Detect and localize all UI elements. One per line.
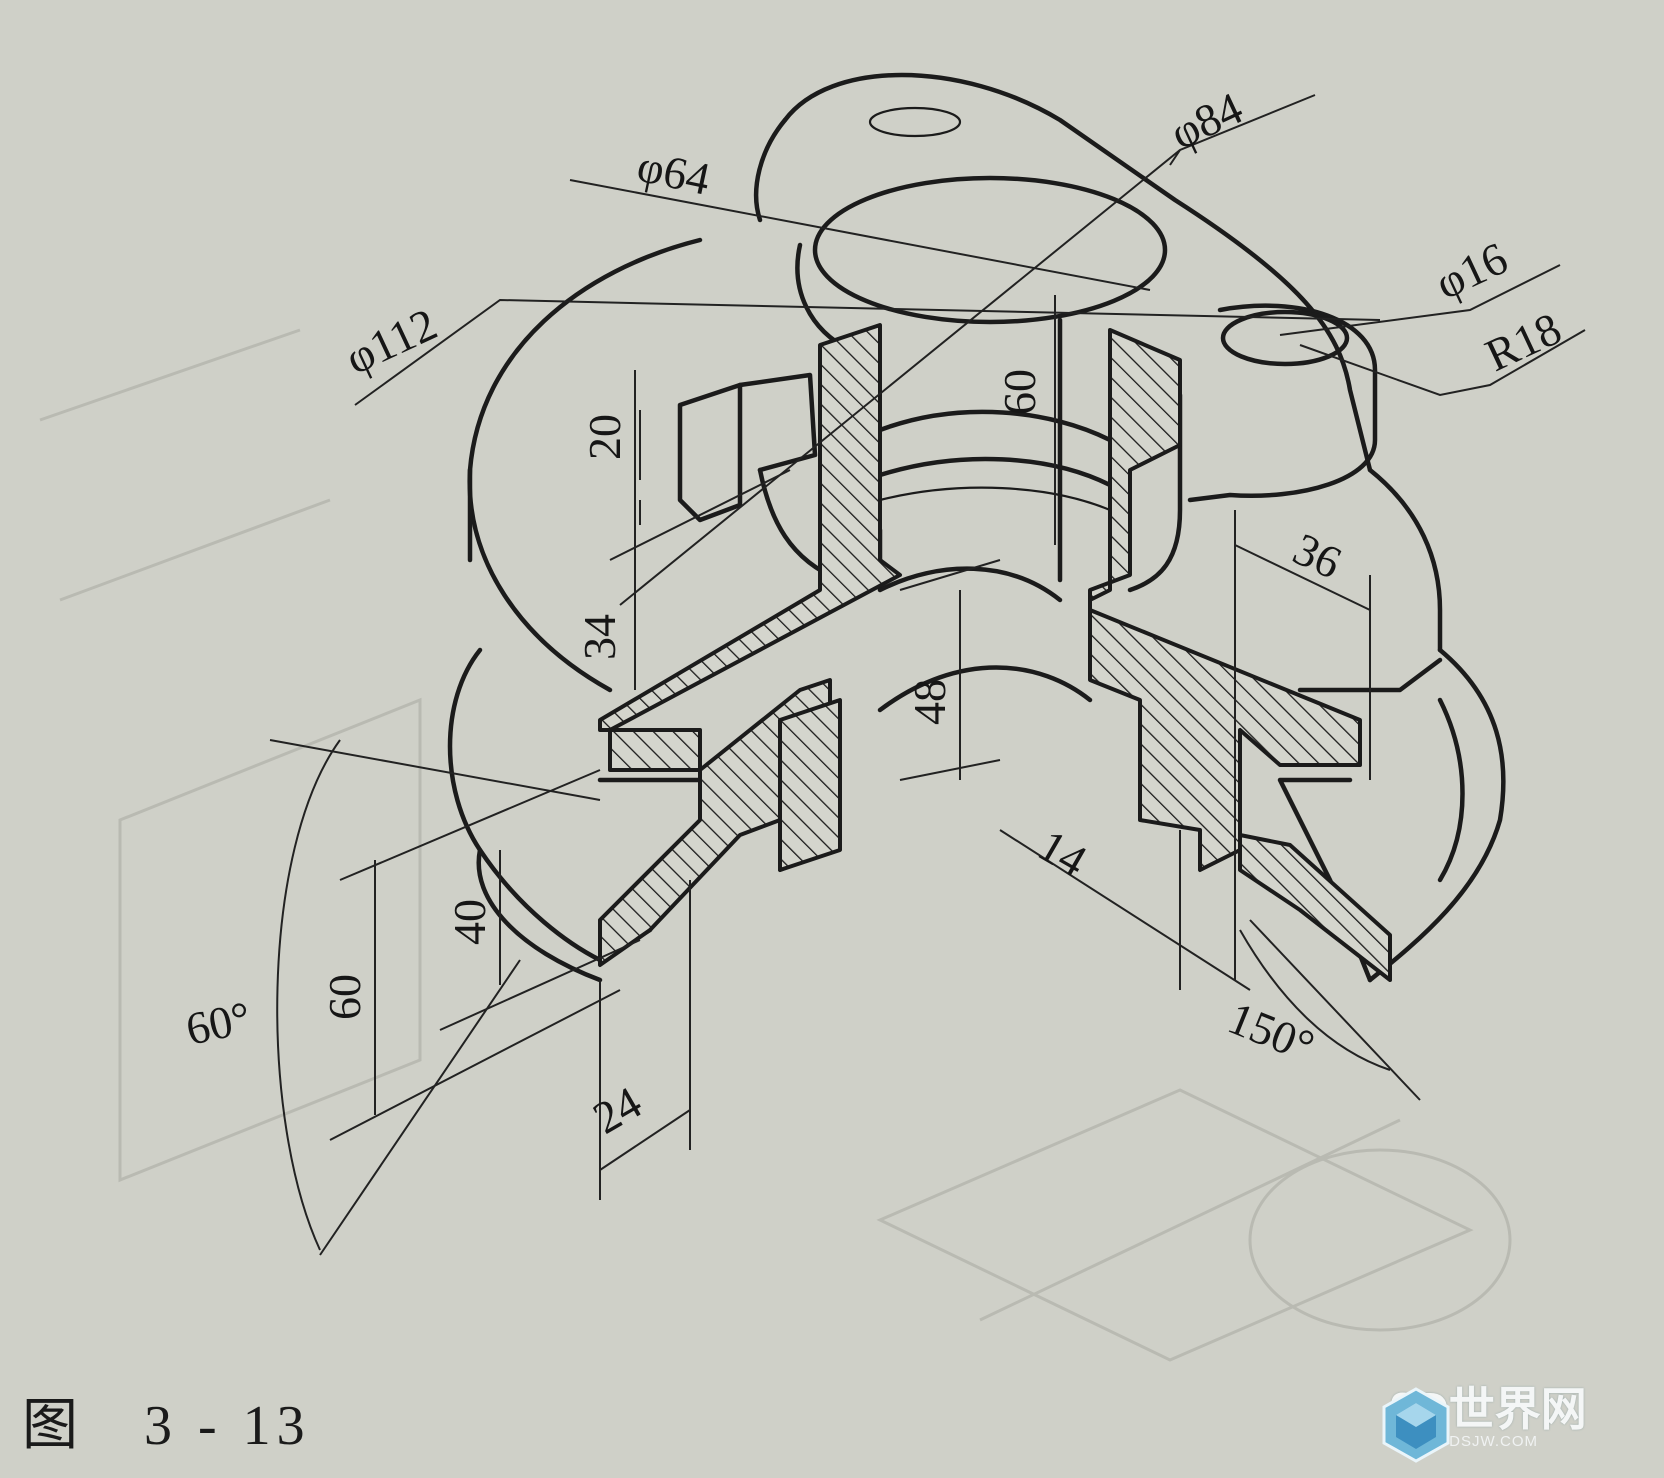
dim-r18: R18	[1478, 302, 1569, 381]
dim-w36: 36	[1286, 523, 1349, 589]
caption-number: 3 - 13	[144, 1395, 311, 1457]
part-outline	[447, 72, 1506, 983]
section-hatching	[598, 323, 1392, 982]
dim-d84: φ84	[1163, 82, 1250, 159]
background-ghost-lines	[39, 328, 1512, 1362]
dim-h40: 40	[444, 899, 495, 945]
cube-logo-icon	[1382, 1387, 1450, 1463]
dim-h60-top: 60	[994, 369, 1045, 415]
dim-a150: 150°	[1221, 992, 1321, 1072]
dimension-labels: φ84 φ64 φ112 φ16 R18 60 20 34 48 36 40 6…	[181, 82, 1568, 1143]
dimension-lines	[269, 94, 1586, 1256]
dim-h60-left: 60	[319, 974, 370, 1020]
dim-w14: 14	[1030, 819, 1095, 886]
figure-caption: 图 3 - 13	[22, 1380, 371, 1461]
caption-label: 图	[22, 1395, 84, 1457]
dim-d112: φ112	[338, 298, 445, 384]
dim-h48: 48	[904, 679, 955, 725]
dim-h34: 34	[574, 614, 625, 660]
dim-a60: 60°	[181, 992, 255, 1055]
dim-d16: φ16	[1428, 232, 1515, 309]
dim-h20: 20	[579, 414, 630, 460]
watermark: 3D世界网 WWW.3DSJW.COM	[1380, 1385, 1587, 1463]
dim-w24: 24	[585, 1076, 650, 1143]
